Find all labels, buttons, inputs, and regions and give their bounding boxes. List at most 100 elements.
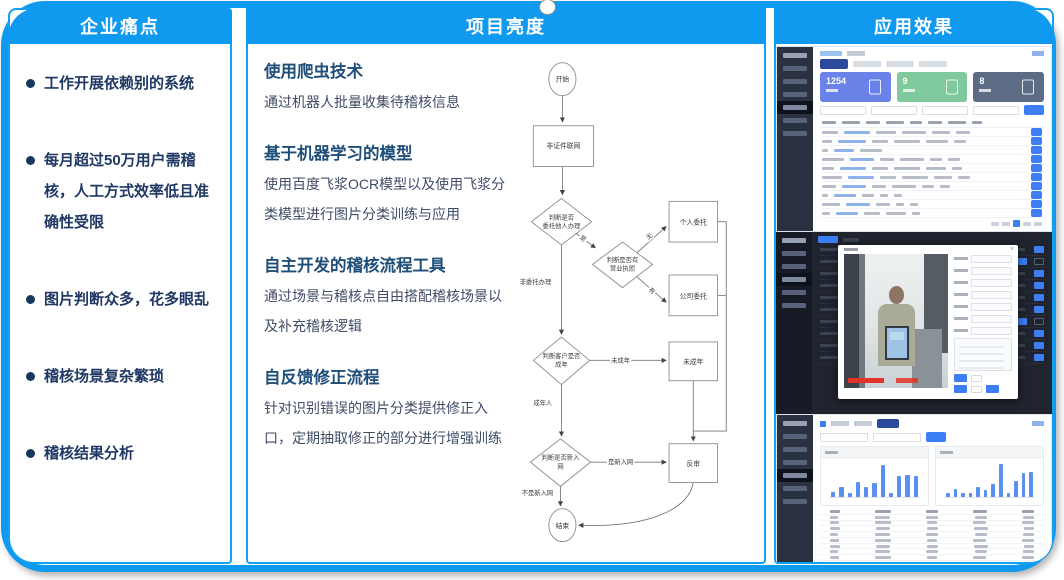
table-row <box>820 209 1044 218</box>
cell-bar <box>1015 344 1025 347</box>
cell-bar <box>822 175 842 179</box>
cell-bar <box>830 544 840 548</box>
chart-bar <box>855 482 861 497</box>
pain-point-list: 工作开展依赖别的系统每月超过50万用户需稽核，人工方式效率低且准确性受限图片判断… <box>10 44 230 469</box>
tab-bar <box>847 51 865 56</box>
held-id-document <box>885 326 909 360</box>
cell-bar <box>820 332 840 335</box>
charts-topbar <box>820 419 1044 428</box>
cell-bar <box>926 139 948 143</box>
cell-bar <box>926 533 938 537</box>
cell-bar <box>958 175 970 179</box>
cell-bar <box>934 175 952 179</box>
stat-value: 8 <box>979 76 985 86</box>
section-heading: 基于机器学习的模型 <box>264 145 413 163</box>
cell-bar <box>834 148 854 152</box>
dialog-title-bar <box>844 248 858 251</box>
stat-card: 1254 <box>820 72 891 102</box>
flow-decision-delegate <box>530 197 593 246</box>
flow-personal-label: 个人委托 <box>680 218 707 227</box>
mini-sidebar <box>777 47 813 231</box>
bullet-icon <box>26 295 35 304</box>
cell-bar <box>822 211 830 215</box>
table-row <box>820 200 1044 209</box>
header-cell-bar <box>973 509 987 513</box>
chart-bar <box>872 482 877 497</box>
cell-bar <box>820 356 840 359</box>
stat-icon <box>945 79 958 95</box>
table-header <box>820 509 1044 515</box>
mini-sidebar-item <box>777 443 813 456</box>
review-form <box>954 254 1012 393</box>
cell-bar <box>974 515 987 519</box>
query-button <box>926 432 946 442</box>
cell-bar <box>830 527 840 531</box>
stat-icon <box>1022 79 1035 95</box>
flow-label-not-new: 不是新入网 <box>522 488 553 497</box>
slide-frame: 企业痛点 工作开展依赖别的系统每月超过50万用户需稽核，人工方式效率低且准确性受… <box>1 0 1056 572</box>
cell-bar <box>820 308 840 311</box>
stat-card: 8 <box>973 72 1045 102</box>
cell-bar <box>876 130 896 134</box>
mini-sidebar <box>777 415 813 562</box>
prev-button <box>954 385 967 393</box>
flow-minor-label: 未成年 <box>683 357 704 366</box>
cell-bar <box>926 527 938 531</box>
section-body: 针对识别错误的图片分类提供修正入口，定期抽取修正的部分进行增强训练 <box>264 400 502 446</box>
filter-input <box>973 105 1019 115</box>
bullet-icon <box>26 449 35 458</box>
cell-bar <box>927 521 937 525</box>
mini-sidebar-item <box>777 62 813 75</box>
cell-bar <box>874 533 890 537</box>
dropdown-bar <box>853 61 881 67</box>
cell-bar <box>875 538 891 542</box>
tab-icon <box>820 420 826 427</box>
chart-bar <box>847 492 852 497</box>
section-heading: 自主开发的稽核流程工具 <box>264 257 446 275</box>
row-action-button <box>1031 173 1042 181</box>
table-row <box>820 526 1044 533</box>
row-secondary-button <box>1034 258 1044 265</box>
pain-point-item: 工作开展依赖别的系统 <box>26 68 218 99</box>
cell-bar <box>875 556 891 560</box>
row-action-button <box>1034 342 1044 349</box>
cell-bar <box>874 515 890 519</box>
table-row <box>820 164 1044 173</box>
pain-point-item: 每月超过50万用户需稽核，人工方式效率低且准确性受限 <box>26 145 218 238</box>
form-buttons <box>954 374 1012 382</box>
cell-bar <box>948 157 960 161</box>
cell-bar <box>820 272 840 275</box>
form-row <box>954 314 1012 323</box>
table-row <box>820 555 1044 562</box>
chart-bar <box>953 488 958 497</box>
flow-decision-adult-label2: 成年 <box>555 360 568 369</box>
flow-decision-delegate-label2: 委托他人办理 <box>543 221 581 230</box>
row-action-button <box>1017 318 1027 325</box>
table-row <box>820 146 1044 155</box>
cell-bar <box>927 538 937 542</box>
flow-end-label: 结束 <box>556 521 570 530</box>
chart-bar <box>976 487 980 497</box>
flow-label-yes: 是 <box>578 233 588 244</box>
flow-label-not-delegated: 非委托办理 <box>520 277 552 286</box>
cell-bar <box>1023 515 1034 519</box>
cell-bar <box>830 515 838 519</box>
cell-bar <box>1015 284 1025 287</box>
mini-sidebar-item <box>776 286 812 299</box>
field-label-bar <box>954 269 968 272</box>
section-heading: 使用爬虫技术 <box>264 63 363 81</box>
cell-bar <box>822 148 828 152</box>
flow-decision-adult <box>532 336 591 386</box>
page-info-bar <box>1002 221 1010 226</box>
cell-bar <box>1022 521 1034 525</box>
header-cell-bar <box>926 509 938 513</box>
selection-handle <box>539 0 556 15</box>
highlight-section: 自反馈修正流程针对识别错误的图片分类提供修正入口，定期抽取修正的部分进行增强训练 <box>264 364 512 453</box>
header-cell-bar <box>910 121 922 124</box>
dropdown-bar <box>886 61 914 67</box>
cell-bar <box>822 202 840 206</box>
header-cell-bar <box>842 121 860 124</box>
